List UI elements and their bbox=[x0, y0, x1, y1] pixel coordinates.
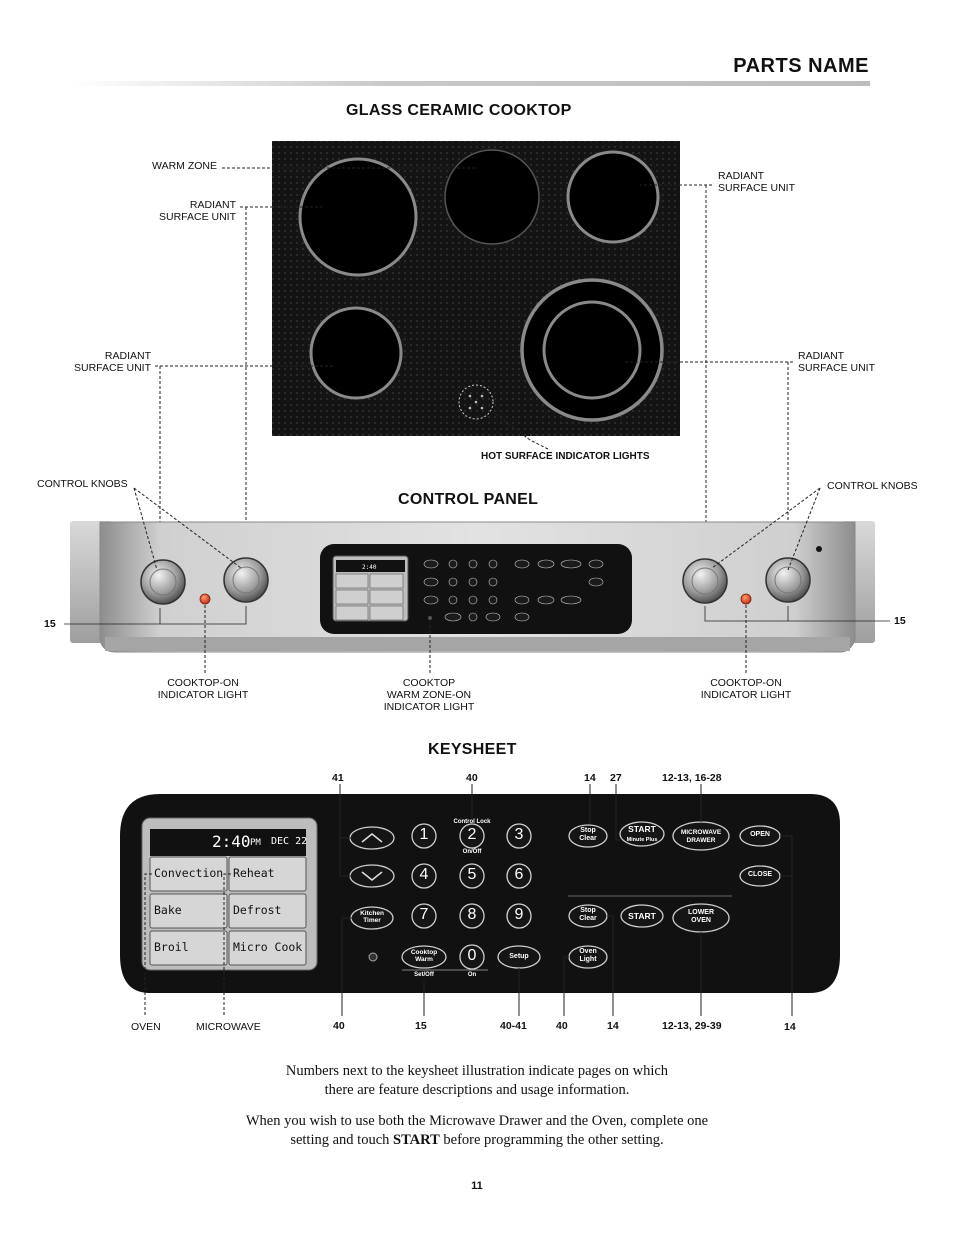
pad-micro-cook[interactable]: Micro Cook bbox=[233, 940, 303, 954]
ref-40-bottom-a: 40 bbox=[333, 1020, 345, 1032]
ref-12-13-16-28: 12-13, 16-28 bbox=[662, 772, 722, 784]
key-7[interactable]: 7 bbox=[419, 906, 429, 923]
ref-14-bottom-a: 14 bbox=[607, 1020, 619, 1032]
key-cooktop-warm[interactable]: Cooktop Warm bbox=[410, 949, 438, 963]
ref-14-bottom-b: 14 bbox=[784, 1021, 796, 1033]
ref-15-bottom: 15 bbox=[415, 1020, 427, 1032]
label-oven: OVEN bbox=[131, 1021, 161, 1033]
label-warm-zone-on: COOKTOP WARM ZONE-ON INDICATOR LIGHT bbox=[383, 677, 475, 713]
key-oven-light[interactable]: Oven Light bbox=[579, 948, 597, 963]
ref-40-41: 40-41 bbox=[500, 1020, 527, 1032]
key-5[interactable]: 5 bbox=[467, 866, 477, 883]
ref-15-left: 15 bbox=[44, 618, 56, 630]
key-setup[interactable]: Setup bbox=[509, 953, 529, 960]
key-kitchen-timer[interactable]: Kitchen Timer bbox=[360, 910, 384, 924]
key-minute-plus-label: Minute Plus bbox=[626, 837, 658, 843]
label-control-knobs-left: CONTROL KNOBS bbox=[37, 478, 128, 490]
note2-start: START bbox=[393, 1132, 440, 1148]
key-microwave-drawer[interactable]: MICROWAVE DRAWER bbox=[680, 829, 722, 844]
key-9[interactable]: 9 bbox=[514, 906, 524, 923]
page-title: PARTS NAME bbox=[733, 55, 869, 77]
label-radiant-bottom-right: RADIANT SURFACE UNIT bbox=[798, 350, 876, 374]
display-date: DEC 22 bbox=[271, 836, 308, 847]
label-microwave: MICROWAVE bbox=[196, 1021, 261, 1033]
ref-14-top: 14 bbox=[584, 772, 596, 784]
label-radiant-bottom-left: RADIANT SURFACE UNIT bbox=[73, 350, 151, 374]
svg-text:2:40: 2:40 bbox=[362, 564, 377, 571]
display-ampm: PM bbox=[250, 838, 261, 848]
note2-part-b: before programming the other setting. bbox=[439, 1132, 664, 1148]
key-3[interactable]: 3 bbox=[514, 826, 524, 843]
header-rule bbox=[70, 81, 870, 86]
pad-defrost[interactable]: Defrost bbox=[233, 903, 282, 917]
key-0[interactable]: 0 bbox=[467, 947, 477, 964]
label-cooktop-on-right: COOKTOP-ON INDICATOR LIGHT bbox=[700, 677, 792, 701]
key-on-off-label: On/Off bbox=[462, 849, 482, 855]
note2-part-a: When you wish to use both the Microwave … bbox=[245, 1113, 709, 1148]
key-start-top[interactable]: START bbox=[628, 824, 656, 834]
label-radiant-top-right: RADIANT SURFACE UNIT bbox=[718, 170, 796, 194]
note-microwave-and-oven: When you wish to use both the Microwave … bbox=[200, 1112, 754, 1150]
note-page-references: Numbers next to the keysheet illustratio… bbox=[285, 1063, 669, 1098]
key-1[interactable]: 1 bbox=[419, 826, 429, 843]
ref-40-top: 40 bbox=[466, 772, 478, 784]
pad-broil[interactable]: Broil bbox=[154, 940, 189, 954]
key-6[interactable]: 6 bbox=[514, 866, 524, 883]
ref-15-right: 15 bbox=[894, 615, 906, 627]
ref-27: 27 bbox=[610, 772, 622, 784]
label-control-knobs-right: CONTROL KNOBS bbox=[827, 480, 918, 492]
key-8[interactable]: 8 bbox=[467, 906, 477, 923]
pad-convection[interactable]: Convection bbox=[154, 866, 224, 880]
ref-12-13-29-39: 12-13, 29-39 bbox=[662, 1020, 722, 1032]
display-time: 2:40 bbox=[212, 832, 251, 851]
key-on-label: On bbox=[467, 972, 477, 978]
key-stop-clear-bottom[interactable]: Stop Clear bbox=[579, 907, 597, 922]
key-4[interactable]: 4 bbox=[419, 866, 429, 883]
ref-40-bottom-b: 40 bbox=[556, 1020, 568, 1032]
label-radiant-top-left: RADIANT SURFACE UNIT bbox=[158, 199, 236, 223]
key-lower-oven[interactable]: LOWER OVEN bbox=[687, 909, 715, 924]
key-control-lock-label: Control Lock bbox=[453, 819, 491, 825]
key-2[interactable]: 2 bbox=[467, 826, 477, 843]
key-open[interactable]: OPEN bbox=[750, 831, 770, 838]
keysheet-title: KEYSHEET bbox=[428, 741, 517, 758]
label-hot-surface: HOT SURFACE INDICATOR LIGHTS bbox=[481, 451, 650, 462]
pad-reheat[interactable]: Reheat bbox=[233, 866, 275, 880]
pad-bake[interactable]: Bake bbox=[154, 903, 182, 917]
cooktop-leaders bbox=[155, 167, 793, 565]
ref-41: 41 bbox=[332, 772, 344, 784]
cooktop-title: GLASS CERAMIC COOKTOP bbox=[346, 102, 572, 119]
key-start-bottom[interactable]: START bbox=[628, 911, 656, 921]
key-close[interactable]: CLOSE bbox=[747, 871, 773, 878]
key-stop-clear-top[interactable]: Stop Clear bbox=[579, 827, 597, 842]
page-number: 11 bbox=[471, 1180, 483, 1192]
label-warm-zone: WARM ZONE bbox=[152, 160, 217, 172]
key-set-off-label: Set/Off bbox=[414, 972, 434, 978]
control-panel-title: CONTROL PANEL bbox=[398, 491, 539, 508]
cooktop-glass bbox=[272, 141, 680, 436]
label-cooktop-on-left: COOKTOP-ON INDICATOR LIGHT bbox=[157, 677, 249, 701]
